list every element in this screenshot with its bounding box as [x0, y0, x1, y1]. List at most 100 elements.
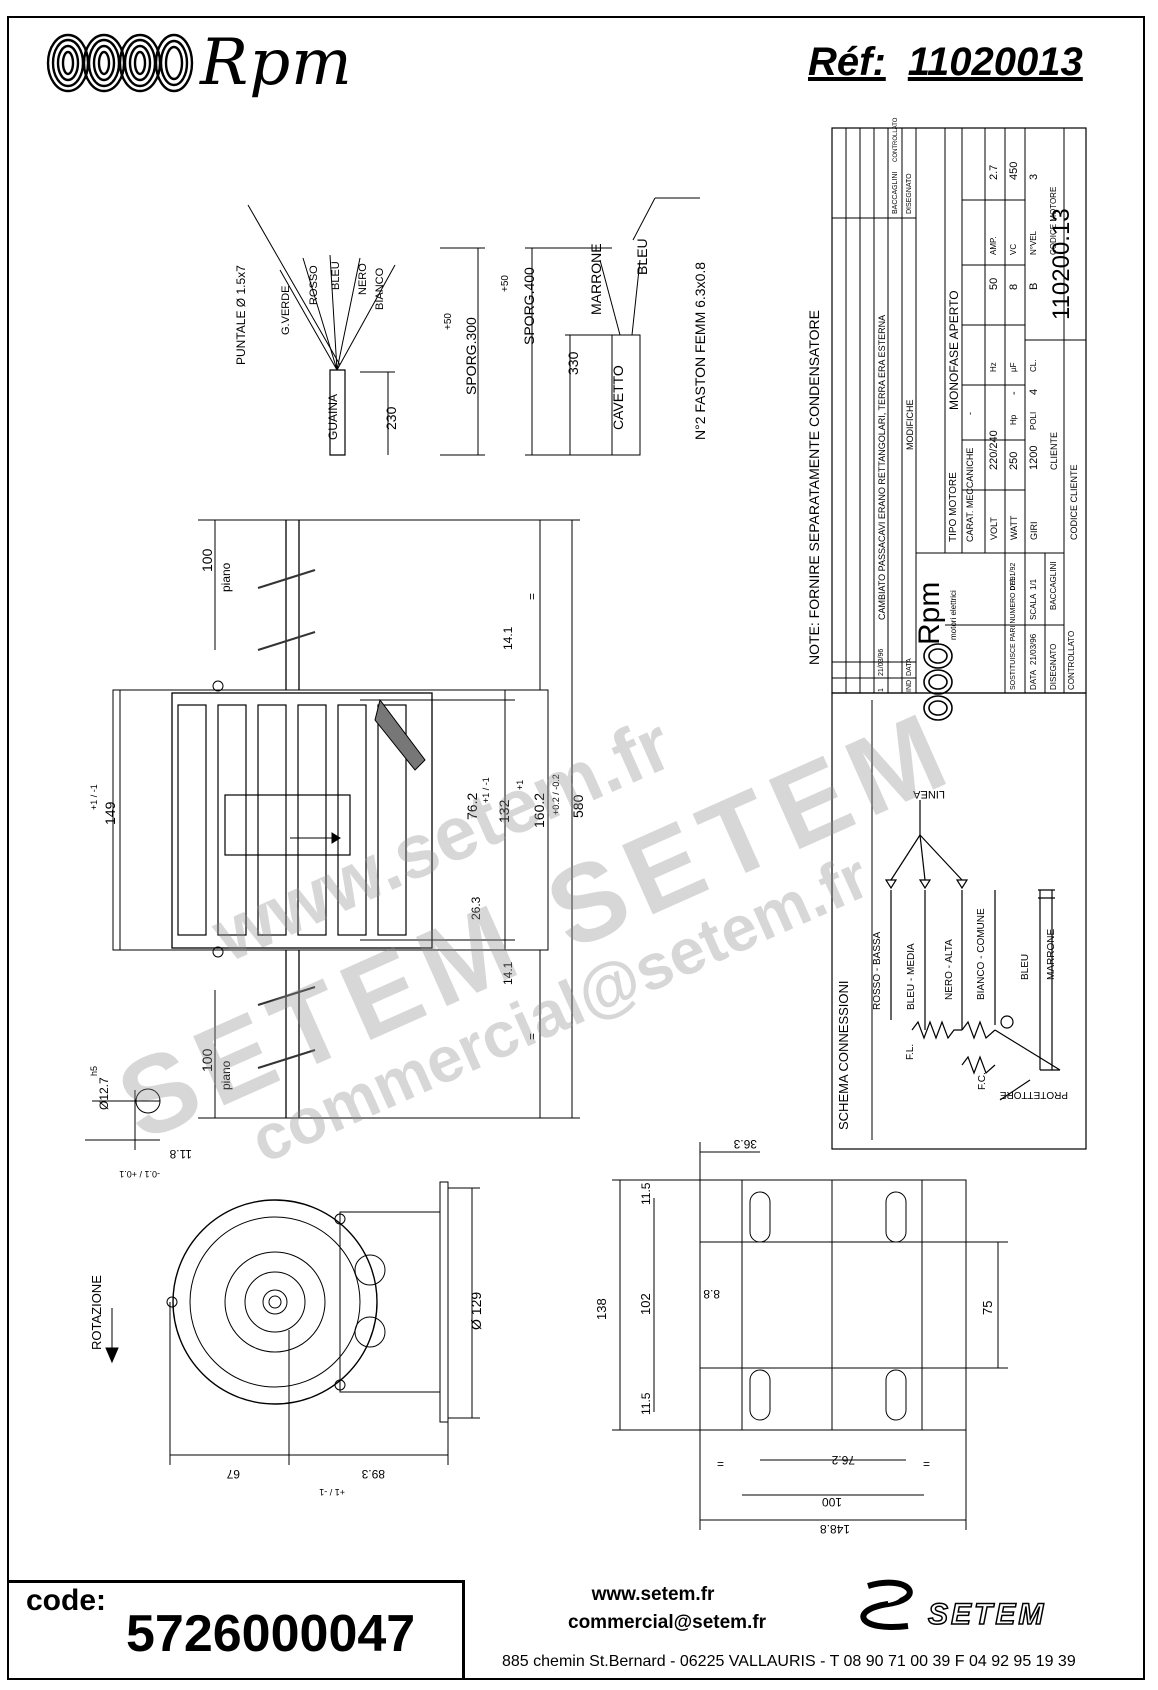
- fc-label: F.C.: [977, 1072, 988, 1090]
- hp-label: Hp: [1009, 414, 1018, 425]
- sostituisce-date: 07/91/92: [1010, 562, 1017, 590]
- poli-label: POLI: [1029, 411, 1038, 430]
- data-label: DATA: [1029, 669, 1038, 690]
- schema-wire-label: BLEU: [1020, 953, 1031, 980]
- dim-89-3: 89.3: [361, 1467, 385, 1481]
- shaft-dim-tol: -0.1 / +0.1: [119, 1169, 160, 1179]
- dim-148-8: 148.8: [819, 1522, 850, 1536]
- wire-label: BIANCO: [374, 267, 386, 310]
- piano-top-label: piano: [219, 562, 233, 592]
- code-value: 5726000047: [126, 1605, 416, 1663]
- carat-value: -: [965, 412, 975, 415]
- drawing-frame: [7, 16, 1145, 1680]
- title-block-coil-logo: [923, 643, 953, 721]
- dim-230: 230: [383, 406, 399, 430]
- sporg-400-tol: +50: [500, 275, 511, 292]
- giri-label: GIRI: [1029, 521, 1039, 540]
- schema-wire-label: ROSSO - BASSA: [872, 931, 883, 1010]
- tip-label: PUNTALE Ø 1.5x7: [234, 265, 248, 365]
- dim-89-3-tol: +1 / -1: [319, 1487, 345, 1497]
- sporg-400: SPORG.400: [521, 267, 537, 345]
- title-block-logo-sub: motori elettrici: [949, 590, 958, 640]
- schema-wire-label: BIANCO - COMUNE: [976, 908, 987, 1000]
- vc-value: 450: [1008, 161, 1020, 180]
- nvel-label: N°VEL: [1029, 230, 1038, 255]
- cl-label: CL.: [1029, 359, 1038, 372]
- watt-label: WATT: [1009, 515, 1019, 541]
- dim-14-1-top: 14.1: [501, 626, 515, 650]
- dim-11-5-top: 11.5: [639, 1182, 653, 1205]
- tipo-motore-label: TIPO MOTORE: [948, 472, 959, 542]
- col-data: DATA: [906, 658, 913, 676]
- title-block-logo: Rpm: [913, 581, 946, 645]
- tipo-motore: MONOFASE APERTO: [947, 290, 961, 410]
- footer-address: 885 chemin St.Bernard - 06225 VALLAURIS …: [502, 1653, 1076, 1670]
- dim-76-2: 76.2: [831, 1453, 855, 1467]
- amp-value: 2.7: [988, 164, 1000, 180]
- dim-67: 67: [226, 1467, 240, 1481]
- dim-102: 102: [638, 1293, 653, 1315]
- setem-swirl-icon: [860, 1579, 913, 1630]
- sporg-300-tol: +50: [443, 313, 454, 330]
- code-box: [7, 1580, 465, 1680]
- uf-label: µF: [1009, 362, 1018, 373]
- dim-11-5-bottom: 11.5: [639, 1392, 653, 1415]
- col-disegnato: DISEGNATO: [906, 173, 913, 214]
- schema-title: SCHEMA CONNESSIONI: [836, 980, 851, 1130]
- carat-label: CARAT. MECCANICHE: [965, 447, 975, 542]
- reference-number: Réf:11020013: [808, 40, 1083, 85]
- setem-logo: SETEM: [927, 1597, 1047, 1632]
- fl-label: F.L.: [905, 1043, 916, 1060]
- schema-wire-label: NERO - ALTA: [944, 939, 955, 1000]
- protettore-label: PROTETTORE: [999, 1089, 1068, 1100]
- dim-149: 149: [102, 801, 118, 825]
- shaft-diameter-tol: h5: [89, 1065, 99, 1076]
- sheath-label: GUAINA: [326, 393, 340, 440]
- equal-mark: =: [922, 1457, 930, 1471]
- equal-mark: =: [525, 592, 539, 600]
- codice-motore: 110200.13: [1048, 208, 1075, 320]
- col-modifiche: MODIFICHE: [905, 399, 915, 451]
- scala-label: SCALA: [1029, 593, 1038, 620]
- col-baccaglini: BACCAGLINI: [892, 171, 899, 214]
- watt-value: 250: [1008, 451, 1020, 470]
- dim-8-8: 8.8: [703, 1287, 720, 1301]
- codice-cliente-label: CODICE CLIENTE: [1069, 464, 1079, 540]
- dim-149-tol: +1 / -1: [89, 784, 99, 810]
- cap-wire-label: MARRONE: [588, 243, 604, 315]
- shaft-diameter: Ø12.7: [97, 1077, 111, 1110]
- mod-row-date: 21/03/96: [878, 648, 885, 676]
- dim-138: 138: [594, 1298, 609, 1320]
- equal-mark: =: [716, 1457, 724, 1471]
- rotation-label: ROTAZIONE: [89, 1275, 104, 1350]
- cl-value: B: [1028, 282, 1040, 290]
- cavetto-label: CAVETTO: [610, 365, 626, 430]
- hz-label: Hz: [989, 362, 998, 372]
- mod-row-text: CAMBIATO PASSACAVI ERANO RETTANGOLARI, T…: [877, 314, 887, 620]
- sporg-300: SPORG.300: [463, 317, 479, 395]
- wire-label: ROSSO: [308, 265, 320, 305]
- dim-75: 75: [980, 1300, 995, 1315]
- dim-129: Ø 129: [468, 1291, 484, 1330]
- disegnato-value: BACCAGLINI: [1049, 561, 1058, 610]
- volt-label: VOLT: [989, 517, 999, 540]
- vc-label: VC: [1009, 243, 1018, 255]
- hp-value: -: [1008, 391, 1020, 395]
- mod-row-ind: 1: [878, 688, 885, 692]
- amp-label: AMP.: [989, 236, 998, 255]
- footer-website[interactable]: www.setem.fr: [591, 1584, 715, 1605]
- code-label: code:: [26, 1584, 107, 1617]
- wire-label: NERO: [357, 263, 369, 295]
- dim-330: 330: [565, 351, 581, 375]
- sostituisce-label: SOSTITUISCE PARI NUMERO DEL: [1010, 576, 1017, 690]
- hz-value: 50: [988, 277, 1000, 290]
- faston-label: N°2 FASTON FEMM 6.3x0.8: [692, 261, 708, 440]
- uf-value: 8: [1008, 283, 1020, 290]
- schema-wire-label: BLEU - MEDIA: [906, 943, 917, 1010]
- rpm-coil-logo: [46, 33, 194, 93]
- dim-100: 100: [821, 1495, 842, 1509]
- data-value: 21/03/96: [1029, 633, 1038, 665]
- footer-email[interactable]: commercial@setem.fr: [568, 1612, 767, 1633]
- cliente-label: CLIENTE: [1049, 431, 1059, 470]
